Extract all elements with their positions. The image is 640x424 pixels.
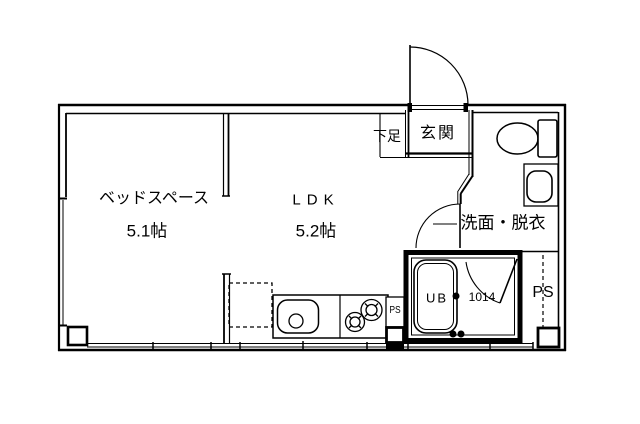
ldk-label: LDK	[292, 191, 340, 209]
unit-bath-size: 1014	[468, 290, 496, 304]
toilet-icon	[496, 119, 558, 158]
bottom-window	[87, 341, 534, 351]
kitchen-sink-icon	[276, 299, 320, 334]
entrance-label: 玄関	[419, 125, 457, 142]
washroom-door-arc	[415, 203, 558, 253]
outer-walls	[57, 103, 567, 352]
entrance-walls	[379, 110, 474, 204]
entrance-door-arc	[407, 45, 469, 112]
bedroom-label: ベッドスペース	[98, 190, 210, 207]
washbasin-icon	[523, 163, 559, 207]
ps-right-label: PS	[532, 284, 554, 301]
ps-kitchen-box	[385, 296, 405, 344]
ldk-size: 5.2帖	[295, 221, 337, 241]
fridge-space-outline	[228, 282, 273, 328]
ps-kitchen-label: PS	[389, 305, 401, 316]
shoe-storage-label: 下足	[373, 128, 401, 144]
bath-door-arc	[449, 258, 518, 338]
bedroom-size: 5.1帖	[126, 221, 168, 241]
corner-pillar	[66, 325, 89, 347]
ps-shaft-right	[536, 326, 561, 349]
unit-bath-label: UB	[425, 290, 449, 306]
washroom-label: 洗面・脱衣	[460, 213, 546, 233]
stove-burners-icon	[344, 298, 383, 333]
left-window	[58, 197, 67, 327]
